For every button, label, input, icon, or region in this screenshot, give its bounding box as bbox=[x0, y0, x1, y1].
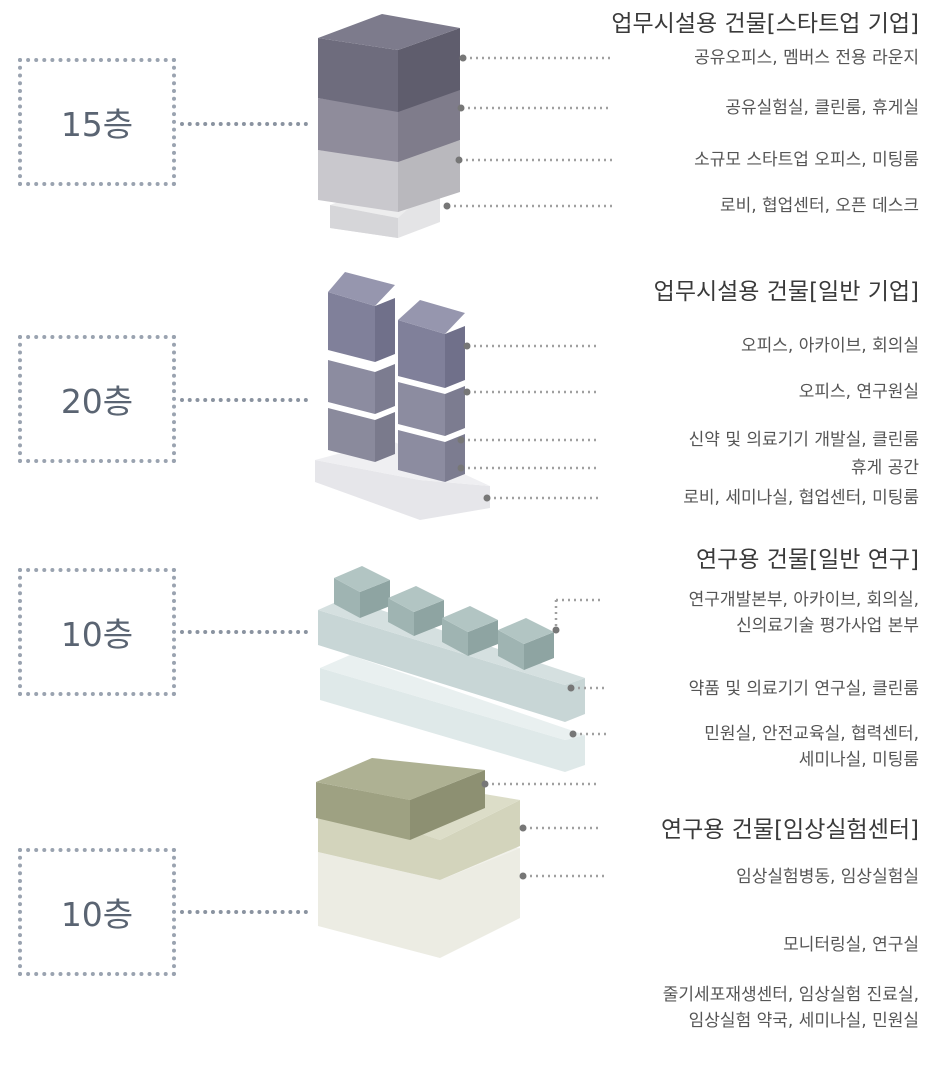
company-leader-lines bbox=[462, 344, 600, 500]
floor-count-box: 20층 bbox=[18, 335, 176, 463]
floor-use-item: 휴게 공간 bbox=[851, 458, 919, 478]
startup-leader-lines bbox=[448, 56, 612, 208]
section-title: 연구용 건물[임상실험센터] bbox=[660, 817, 919, 843]
floor-use-item: 민원실, 안전교육실, 협력센터, 세미나실, 미팅룸 bbox=[704, 724, 919, 770]
floor-use-item: 오피스, 연구원실 bbox=[798, 382, 919, 402]
floor-use-item: 오피스, 아카이브, 회의실 bbox=[740, 336, 919, 356]
floor-connector-line bbox=[180, 630, 308, 634]
floor-use-item: 약품 및 의료기기 연구실, 클린룸 bbox=[688, 679, 919, 699]
floor-count-box: 10층 bbox=[18, 568, 176, 696]
floor-connector-line bbox=[180, 910, 308, 914]
floor-connector-line bbox=[180, 398, 308, 402]
clinical-leader-lines bbox=[486, 782, 604, 878]
floor-count-label: 10층 bbox=[60, 895, 134, 934]
floor-count-box: 10층 bbox=[18, 848, 176, 976]
floor-connector-line bbox=[180, 122, 308, 126]
floor-use-item: 로비, 협업센터, 오픈 데스크 bbox=[719, 196, 919, 216]
floor-use-item: 로비, 세미나실, 협업센터, 미팅룸 bbox=[683, 488, 919, 508]
floor-use-item: 모니터링실, 연구실 bbox=[783, 935, 919, 955]
floor-use-item: 연구개발본부, 아카이브, 회의실, 신의료기술 평가사업 본부 bbox=[688, 590, 919, 636]
research-leader-lines bbox=[554, 598, 606, 736]
section-title: 업무시설용 건물[스타트업 기업] bbox=[611, 11, 919, 37]
research-building-stack bbox=[318, 566, 585, 772]
floor-count-box: 15층 bbox=[18, 58, 176, 186]
floor-use-item: 공유오피스, 멤버스 전용 라운지 bbox=[694, 48, 919, 68]
floor-use-item: 임상실험병동, 임상실험실 bbox=[736, 867, 919, 887]
floor-count-label: 10층 bbox=[60, 615, 134, 654]
company-building-stack bbox=[315, 272, 490, 520]
startup-building-stack bbox=[318, 14, 460, 238]
floor-count-label: 15층 bbox=[60, 105, 134, 144]
floor-count-label: 20층 bbox=[60, 382, 134, 421]
floor-use-item: 소규모 스타트업 오피스, 미팅룸 bbox=[694, 150, 919, 170]
section-title: 연구용 건물[일반 연구] bbox=[695, 547, 919, 573]
floor-use-item: 줄기세포재생센터, 임상실험 진료실, 임상실험 약국, 세미나실, 민원실 bbox=[662, 985, 919, 1031]
section-title: 업무시설용 건물[일반 기업] bbox=[653, 279, 919, 305]
floor-use-item: 신약 및 의료기기 개발실, 클린룸 bbox=[688, 430, 919, 450]
clinical-building-stack bbox=[316, 758, 520, 958]
floor-use-item: 공유실험실, 클린룸, 휴게실 bbox=[725, 98, 919, 118]
